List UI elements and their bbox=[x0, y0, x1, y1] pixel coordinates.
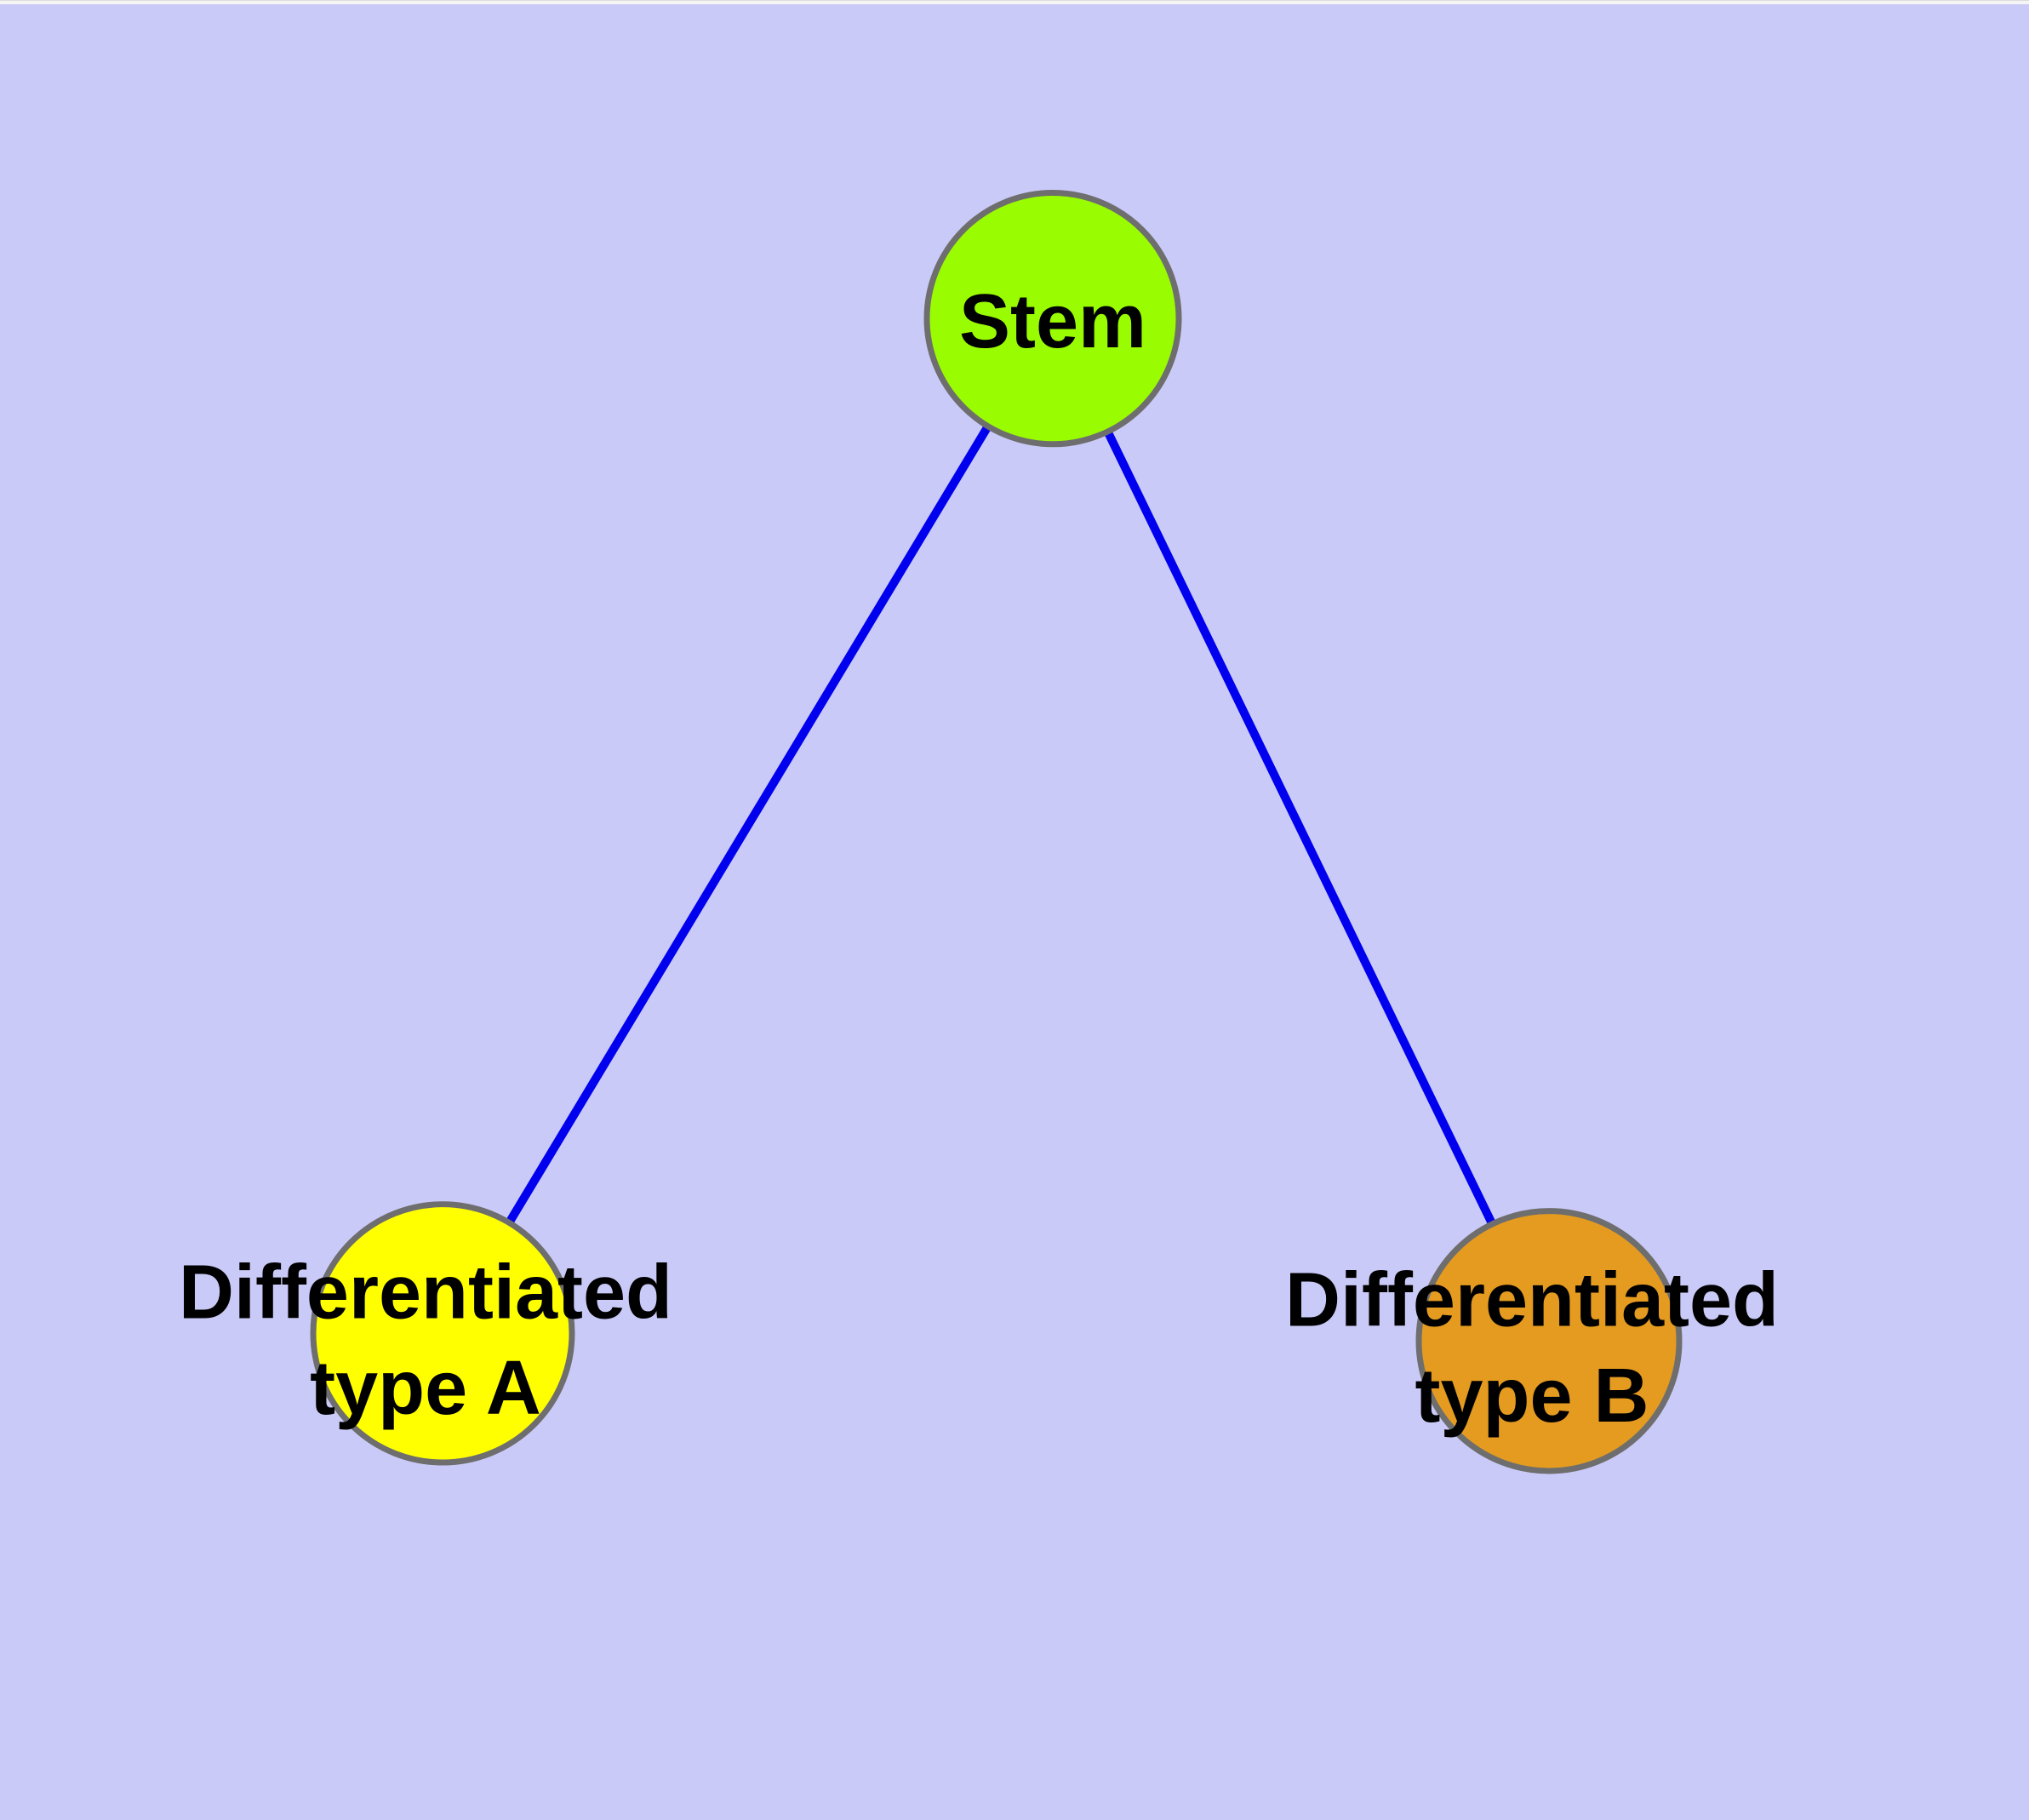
node-label-line-2: type A bbox=[310, 1346, 541, 1431]
window-top-strip bbox=[0, 0, 2029, 4]
edge-stem-to-differentiated-type-a bbox=[438, 316, 1057, 1336]
node-circle-stem bbox=[923, 189, 1182, 448]
node-label-line-2: type B bbox=[1415, 1354, 1649, 1439]
node-differentiated-type-b: Differentiated type B bbox=[1285, 1208, 1779, 1474]
node-label-differentiated-type-b: Differentiated type B bbox=[1285, 1257, 1779, 1439]
node-differentiated-type-a: Differentiated type A bbox=[179, 1201, 672, 1466]
node-label-line-1: Differentiated bbox=[1285, 1257, 1779, 1342]
node-label-stem: Stem bbox=[959, 279, 1146, 364]
node-label-line-1: Differentiated bbox=[179, 1250, 672, 1335]
node-circle-differentiated-type-b bbox=[1415, 1208, 1683, 1474]
edge-stem-to-differentiated-type-b bbox=[1049, 316, 1553, 1343]
node-circle-differentiated-type-a bbox=[310, 1201, 575, 1466]
node-stem: Stem bbox=[923, 189, 1182, 448]
edge-layer bbox=[438, 316, 1553, 1343]
node-label-differentiated-type-a: Differentiated type A bbox=[179, 1250, 672, 1431]
